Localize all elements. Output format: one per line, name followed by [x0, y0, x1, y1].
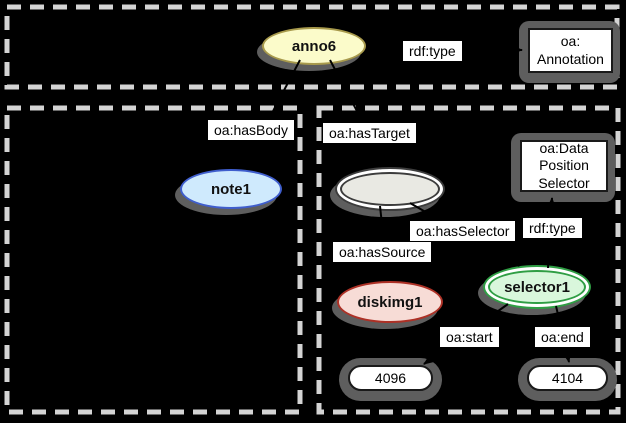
- note1-node: note1: [180, 169, 282, 209]
- edge-label-start: oa:start: [440, 327, 499, 347]
- edge-label-has-source: oa:hasSource: [333, 242, 432, 262]
- selector1-node: selector1: [483, 265, 591, 309]
- target-group-frame: [316, 105, 621, 415]
- oa-data-position-selector-class-box: oa:Data Position Selector: [511, 133, 615, 202]
- dps-class-line2: Position: [539, 157, 589, 174]
- edge-label-rdf-type-anno: rdf:type: [403, 41, 462, 61]
- edge-has-target: [329, 59, 387, 167]
- edge-has-body: [242, 59, 301, 169]
- edge-label-has-selector: oa:hasSelector: [410, 221, 516, 241]
- edge-label-has-target: oa:hasTarget: [323, 123, 416, 143]
- selector1-label: selector1: [504, 278, 570, 296]
- start-literal-value: 4096: [348, 365, 433, 391]
- dps-class-line3: Selector: [538, 174, 590, 191]
- diskimg1-node: diskimg1: [337, 281, 443, 323]
- dps-class-line1: oa:Data: [539, 140, 589, 157]
- anno6-node: anno6: [262, 27, 366, 65]
- annotation-class-line2: Annotation: [537, 50, 604, 67]
- edge-label-end: oa:end: [535, 327, 590, 347]
- edge-label-has-body: oa:hasBody: [208, 120, 294, 140]
- blank-specific-resource-node: [335, 167, 445, 211]
- oa-annotation-class-box: oa: Annotation: [519, 21, 620, 83]
- edge-label-rdf-type-selector: rdf:type: [523, 218, 582, 238]
- end-literal-value: 4104: [527, 365, 608, 391]
- end-literal: 4104: [518, 358, 617, 401]
- start-literal: 4096: [339, 358, 442, 401]
- note1-label: note1: [210, 180, 251, 198]
- anno6-label: anno6: [291, 37, 337, 55]
- diskimg1-label: diskimg1: [357, 293, 423, 311]
- annotation-class-line1: oa:: [560, 33, 581, 50]
- body-group-frame: [4, 105, 303, 415]
